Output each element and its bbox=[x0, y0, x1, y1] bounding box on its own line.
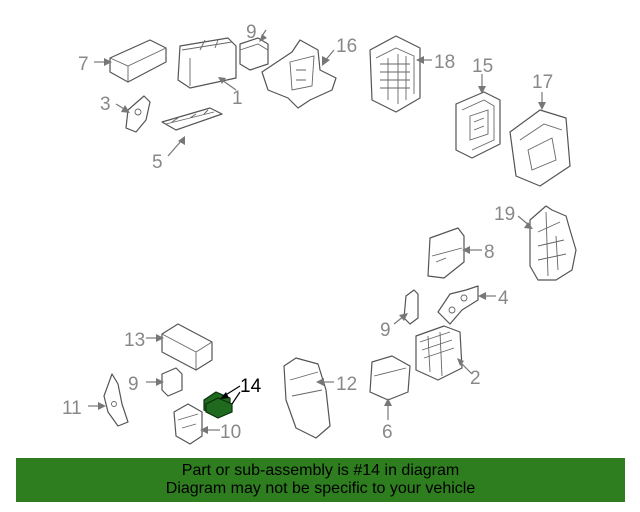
callout-16: 16 bbox=[336, 36, 357, 57]
parts-diagram: 7 1 9 16 18 3 bbox=[62, 22, 577, 445]
part-11: 11 bbox=[62, 373, 129, 427]
callout-1: 1 bbox=[232, 88, 243, 109]
callout-10: 10 bbox=[220, 422, 241, 443]
callout-9-lower: 9 bbox=[128, 374, 139, 395]
part-16: 16 bbox=[261, 36, 357, 109]
part-6: 6 bbox=[369, 355, 411, 443]
callout-11: 11 bbox=[62, 398, 82, 419]
callout-8: 8 bbox=[484, 242, 495, 263]
part-1: 1 bbox=[177, 37, 243, 109]
part-14-highlighted: 14 bbox=[203, 376, 262, 419]
part-10: 10 bbox=[173, 403, 241, 445]
part-3: 3 bbox=[100, 94, 151, 133]
callout-12: 12 bbox=[336, 374, 357, 395]
part-12: 12 bbox=[283, 357, 357, 439]
part-2: 2 bbox=[415, 325, 481, 389]
part-17: 17 bbox=[509, 72, 571, 187]
callout-14: 14 bbox=[240, 376, 262, 397]
callout-6: 6 bbox=[382, 422, 393, 443]
part-8: 8 bbox=[427, 227, 495, 279]
part-19: 19 bbox=[494, 204, 577, 281]
part-9-lower: 9 bbox=[128, 367, 183, 397]
banner-line-2: Diagram may not be specific to your vehi… bbox=[165, 480, 476, 497]
part-7: 7 bbox=[78, 39, 167, 83]
callout-13: 13 bbox=[124, 330, 145, 351]
callout-7: 7 bbox=[78, 54, 89, 75]
callout-17: 17 bbox=[532, 72, 553, 93]
part-18: 18 bbox=[369, 35, 455, 113]
callout-18: 18 bbox=[434, 52, 455, 73]
callout-3: 3 bbox=[100, 94, 111, 115]
callout-5: 5 bbox=[152, 152, 163, 173]
callout-2: 2 bbox=[470, 368, 481, 389]
part-5: 5 bbox=[152, 107, 223, 173]
info-banner: Part or sub-assembly is #14 in diagram D… bbox=[16, 458, 625, 502]
part-13: 13 bbox=[124, 323, 213, 371]
callout-19: 19 bbox=[494, 204, 515, 225]
part-15: 15 bbox=[455, 56, 501, 159]
banner-line-1: Part or sub-assembly is #14 in diagram bbox=[181, 462, 460, 479]
callout-9-middle: 9 bbox=[380, 320, 391, 341]
part-4: 4 bbox=[437, 285, 509, 325]
callout-9-top: 9 bbox=[246, 22, 257, 43]
callout-4: 4 bbox=[498, 288, 509, 309]
part-9-middle: 9 bbox=[380, 289, 419, 341]
callout-15: 15 bbox=[472, 56, 493, 77]
part-9-top: 9 bbox=[239, 22, 269, 71]
